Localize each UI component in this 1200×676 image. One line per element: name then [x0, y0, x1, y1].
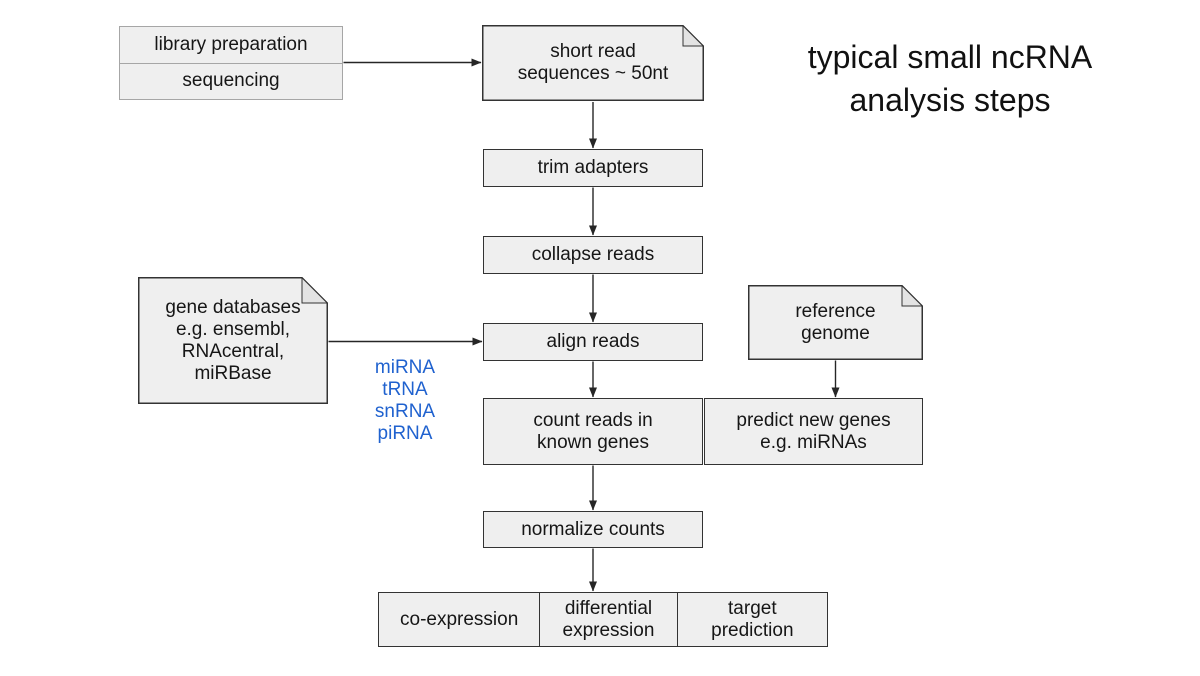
rna-type-snrna: snRNA — [374, 401, 436, 422]
co-expression-label: co-expression — [400, 608, 519, 630]
node-library-sequencing: library preparation sequencing — [119, 26, 343, 100]
reference-genome-label: reference genome — [795, 300, 876, 344]
library-preparation-label: library preparation — [154, 33, 308, 55]
sequencing-label: sequencing — [120, 62, 342, 100]
folded-card-shape — [482, 25, 704, 101]
rna-type-trna: tRNA — [382, 379, 428, 400]
node-gene-databases: gene databases e.g. ensembl, RNAcentral,… — [138, 277, 328, 404]
folded-card-shape — [138, 277, 328, 404]
diagram-title: typical small ncRNA analysis steps — [807, 39, 1093, 118]
node-short-reads: short read sequences ~ 50nt — [482, 25, 704, 101]
gene-databases-label: gene databases e.g. ensembl, RNAcentral,… — [165, 296, 301, 384]
node-predict-new-genes: predict new genes e.g. miRNAs — [704, 398, 923, 465]
rna-type-pirna: piRNA — [377, 423, 433, 444]
node-trim-adapters: trim adapters — [483, 149, 703, 187]
node-count-reads: count reads in known genes — [483, 398, 703, 465]
node-align-reads: align reads — [483, 323, 703, 361]
node-reference-genome: reference genome — [748, 285, 923, 360]
differential-expression-label: differential expression — [539, 593, 676, 646]
short-reads-label: short read sequences ~ 50nt — [517, 41, 669, 84]
rna-type-list: miRNA tRNA snRNA piRNA — [345, 357, 465, 445]
node-normalize-counts: normalize counts — [483, 511, 703, 548]
node-collapse-reads: collapse reads — [483, 236, 703, 274]
rna-type-mirna: miRNA — [374, 357, 436, 378]
node-outputs-row: co-expression differential expression ta… — [378, 592, 828, 647]
target-prediction-label: target prediction — [676, 593, 827, 646]
folded-card-shape — [748, 285, 923, 360]
